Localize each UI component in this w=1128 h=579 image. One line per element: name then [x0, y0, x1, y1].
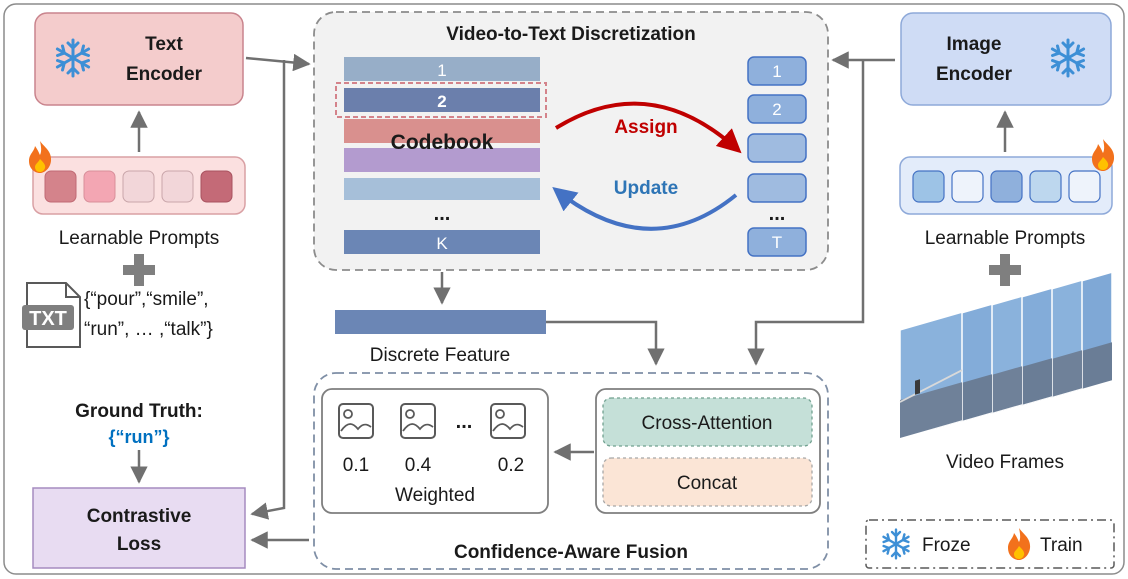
text-learnable-prompts: Learnable Prompts	[29, 141, 246, 249]
assign-label: Assign	[614, 117, 677, 138]
legend-train-label: Train	[1040, 535, 1083, 556]
image-encoder-title-2: Encoder	[936, 64, 1013, 85]
weights-ellipsis: ...	[456, 411, 473, 433]
class-names-line-2: “run”, … ,“talk”}	[84, 319, 213, 340]
token-ellipsis: ...	[769, 203, 786, 225]
ground-truth-value: {“run”}	[108, 427, 169, 447]
txt-file-icon: TXT	[22, 282, 81, 348]
discrete-feature-bar	[335, 310, 546, 334]
codebook-label: Codebook	[391, 131, 494, 154]
legend-froze-label: Froze	[922, 535, 971, 556]
arrow-text-features-to-loss	[250, 60, 286, 520]
fusion-modules-panel: Cross-Attention Concat	[595, 388, 821, 514]
token-t: T	[772, 233, 782, 252]
loss-line-1: Contrastive	[87, 506, 192, 527]
frame-image-icon	[490, 403, 526, 439]
image-prompts-label: Learnable Prompts	[925, 228, 1086, 249]
legend: Froze Train	[865, 519, 1115, 569]
text-encoder-title-1: Text	[145, 34, 183, 55]
cross-attention-label: Cross-Attention	[642, 413, 773, 434]
weight-3: 0.2	[498, 455, 524, 476]
image-encoder-title-1: Image	[947, 34, 1002, 55]
arrow-image-features-to-fusion	[747, 60, 865, 366]
discretization-title: Video-to-Text Discretization	[446, 24, 696, 45]
weighted-label: Weighted	[395, 485, 475, 506]
fusion-title: Confidence-Aware Fusion	[454, 542, 688, 563]
selected-code-highlight	[335, 82, 547, 118]
text-encoder: Text Encoder	[34, 12, 244, 106]
weight-1: 0.1	[343, 455, 369, 476]
codebook-row-2: 2	[437, 92, 446, 111]
codebook: 1 2 ... K Codebook	[335, 57, 547, 254]
discrete-feature-label: Discrete Feature	[370, 345, 510, 366]
arrow-text-encoder-to-discretization	[245, 53, 311, 72]
weighted-frames-panel: ... 0.1 0.4 0.2 Weighted	[321, 388, 549, 514]
assign-arrow	[554, 101, 742, 154]
text-encoder-title-2: Encoder	[126, 64, 203, 85]
update-label: Update	[614, 178, 678, 199]
frame-image-icon	[400, 403, 436, 439]
frame-image-icon	[338, 403, 374, 439]
image-learnable-prompts: Learnable Prompts	[899, 139, 1115, 249]
codebook-row-1: 1	[437, 61, 446, 80]
class-names-line-1: {“pour”,“smile”,	[84, 289, 209, 310]
codebook-row-k: K	[436, 234, 448, 253]
plus-icon-left	[123, 254, 155, 286]
video-frames-label: Video Frames	[946, 452, 1064, 473]
codebook-ellipsis: ...	[434, 203, 451, 225]
image-encoder: Image Encoder	[900, 12, 1112, 106]
concat-label: Concat	[677, 473, 738, 494]
text-prompts-label: Learnable Prompts	[59, 228, 220, 249]
update-arrow	[552, 187, 738, 231]
plus-icon-right	[989, 254, 1021, 286]
weight-2: 0.4	[405, 455, 432, 476]
arrow-discrete-feature-to-fusion	[546, 320, 665, 366]
loss-line-2: Loss	[117, 534, 161, 555]
token-2: 2	[772, 100, 781, 119]
txt-icon-text: TXT	[29, 308, 67, 330]
cross-attention-block	[602, 397, 813, 447]
concat-block	[602, 457, 813, 507]
token-1: 1	[772, 62, 781, 81]
video-frames-stack	[899, 271, 1113, 439]
contrastive-loss: Contrastive Loss	[32, 487, 246, 569]
ground-truth-label: Ground Truth:	[75, 401, 203, 422]
video-tokens: 1 2 ... T	[747, 56, 807, 257]
